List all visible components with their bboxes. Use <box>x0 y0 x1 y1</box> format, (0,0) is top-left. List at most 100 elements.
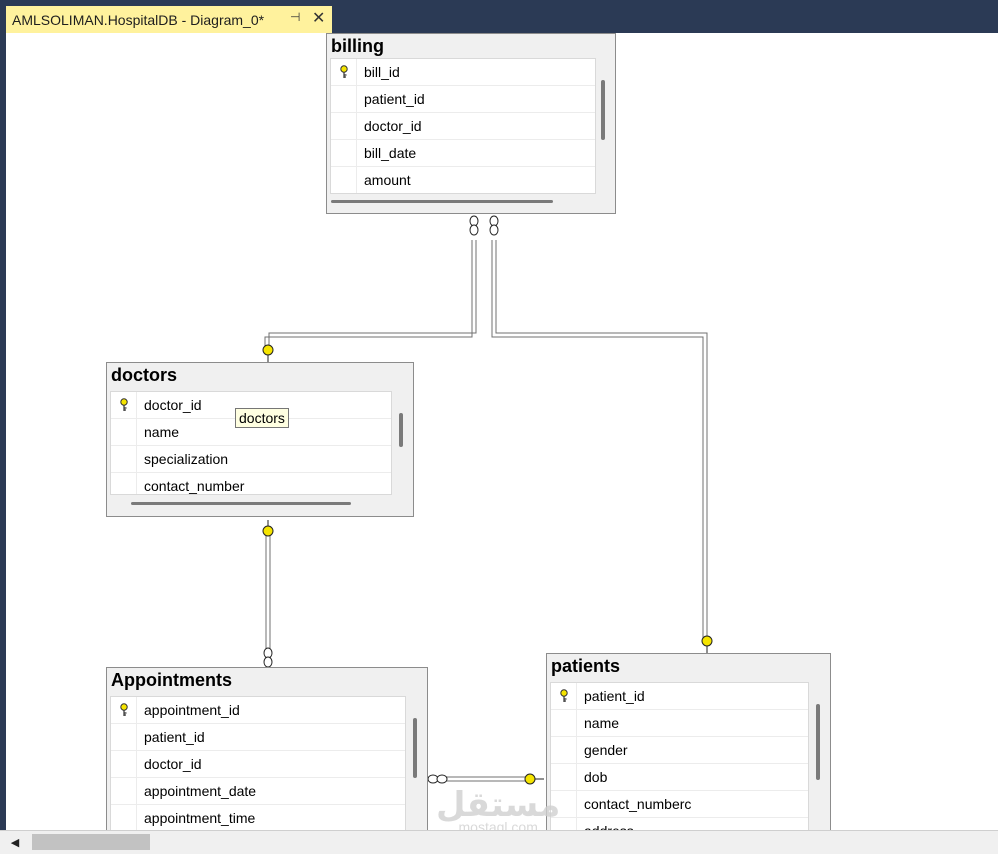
close-icon[interactable]: ✕ <box>312 10 326 27</box>
billing-vertical-scrollbar[interactable] <box>601 80 605 140</box>
column-row[interactable]: dob <box>551 764 808 791</box>
billing-horizontal-scrollbar[interactable] <box>331 200 553 203</box>
appointments-table-title: Appointments <box>111 670 232 690</box>
column-name: patient_id <box>144 729 205 745</box>
column-name: appointment_time <box>144 810 256 826</box>
document-tab-strip: AMLSOLIMAN.HospitalDB - Diagram_0* ⊣ ✕ <box>0 0 998 33</box>
row-selector <box>551 710 577 736</box>
many-end-billing-doctors-b <box>469 224 479 236</box>
relationship-connectors <box>262 215 713 785</box>
column-name: bill_id <box>364 64 400 80</box>
column-name: doctor_id <box>144 756 202 772</box>
patients-table-title: patients <box>551 656 621 676</box>
row-selector <box>111 473 137 494</box>
column-row[interactable]: address <box>551 818 808 830</box>
column-name: doctor_id <box>144 397 202 413</box>
column-name: appointment_date <box>144 783 257 799</box>
row-selector <box>331 86 357 112</box>
row-selector <box>331 140 357 166</box>
column-row[interactable]: appointment_id <box>111 697 405 724</box>
watermark-latin: mostaql.com <box>458 819 538 830</box>
many-end-appointments-doctors-b <box>263 656 273 668</box>
column-name: name <box>144 424 180 440</box>
billing-table[interactable]: billing bill_id patient_id doctor_id bill_d… <box>326 33 616 214</box>
row-selector <box>331 113 357 139</box>
appointments-vertical-scrollbar[interactable] <box>413 718 417 778</box>
row-selector <box>111 446 137 472</box>
column-row[interactable]: gender <box>551 737 808 764</box>
column-row[interactable]: amount <box>331 167 595 193</box>
column-name: patient_id <box>584 688 645 704</box>
tooltip: doctors <box>235 408 289 428</box>
billing-table-title: billing <box>331 36 384 56</box>
column-name: contact_numberc <box>584 796 692 812</box>
row-selector <box>111 778 137 804</box>
column-row[interactable]: doctor_id <box>331 113 595 140</box>
row-selector <box>111 419 137 445</box>
column-name: appointment_id <box>144 702 240 718</box>
key-end-patients-left <box>524 773 536 785</box>
column-row[interactable]: appointment_date <box>111 778 405 805</box>
many-end-billing-patients-b <box>489 224 499 236</box>
primary-key-icon <box>331 59 357 85</box>
row-selector <box>551 737 577 763</box>
column-row[interactable]: name <box>551 710 808 737</box>
scrollbar-thumb[interactable] <box>32 834 150 850</box>
row-selector <box>551 791 577 817</box>
scroll-left-icon[interactable]: ◀ <box>10 836 20 849</box>
many-end-appointments-patients-b <box>436 774 448 784</box>
row-selector <box>551 764 577 790</box>
patients-vertical-scrollbar[interactable] <box>816 704 820 780</box>
pin-icon[interactable]: ⊣ <box>290 10 301 24</box>
column-row[interactable]: specialization <box>111 446 391 473</box>
primary-key-icon <box>551 683 577 709</box>
row-selector <box>331 167 357 193</box>
column-name: dob <box>584 769 608 785</box>
column-name: name <box>584 715 620 731</box>
row-selector <box>111 724 137 750</box>
key-end-doctors-bottom <box>262 525 274 537</box>
column-name: contact_number <box>144 478 245 494</box>
key-end-patients-top <box>701 635 713 647</box>
column-name: gender <box>584 742 628 758</box>
row-selector <box>551 818 577 830</box>
watermark: مستقل mostaql.com <box>436 785 560 830</box>
column-row[interactable]: appointment_time <box>111 805 405 830</box>
key-end-doctors-top <box>262 344 274 356</box>
column-name: address <box>584 823 634 830</box>
doctors-vertical-scrollbar[interactable] <box>399 413 403 447</box>
row-selector <box>111 805 137 830</box>
column-row[interactable]: contact_numberc <box>551 791 808 818</box>
column-name: doctor_id <box>364 118 422 134</box>
diagram-tab[interactable]: AMLSOLIMAN.HospitalDB - Diagram_0* ⊣ ✕ <box>6 6 332 33</box>
column-row[interactable]: name <box>111 419 391 446</box>
column-row[interactable]: patient_id <box>331 86 595 113</box>
watermark-arabic: مستقل <box>436 786 561 824</box>
primary-key-icon <box>111 697 137 723</box>
column-name: bill_date <box>364 145 417 161</box>
column-row[interactable]: doctor_id <box>111 751 405 778</box>
diagram-canvas[interactable]: billing bill_id patient_id doctor_id bill_d… <box>6 33 998 830</box>
column-row[interactable]: bill_id <box>331 59 595 86</box>
column-name: patient_id <box>364 91 425 107</box>
canvas-horizontal-scrollbar[interactable]: ◀ <box>0 830 998 854</box>
column-row[interactable]: patient_id <box>551 683 808 710</box>
column-row[interactable]: patient_id <box>111 724 405 751</box>
column-name: specialization <box>144 451 229 467</box>
column-name: amount <box>364 172 411 188</box>
column-row[interactable]: bill_date <box>331 140 595 167</box>
primary-key-icon <box>111 392 137 418</box>
doctors-horizontal-scrollbar[interactable] <box>131 502 351 505</box>
doctors-table-title: doctors <box>111 365 178 385</box>
column-row[interactable]: contact_number <box>111 473 391 494</box>
